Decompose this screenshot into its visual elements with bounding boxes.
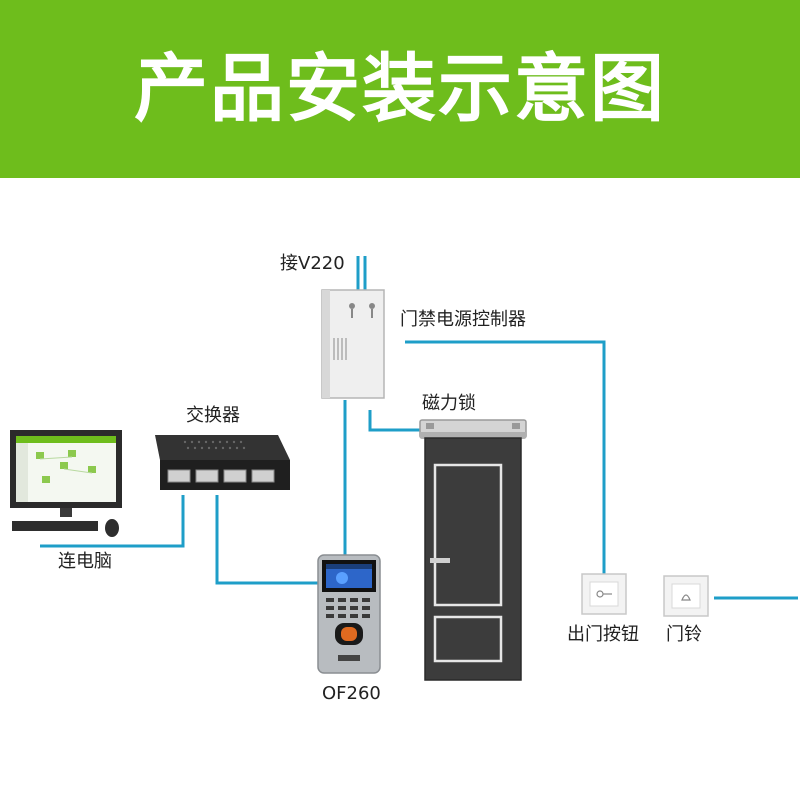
lock-label: 磁力锁	[422, 393, 476, 414]
power-label: 接V220	[280, 253, 345, 274]
controller-label: 门禁电源控制器	[400, 309, 526, 330]
network-switch	[155, 435, 290, 490]
computer-monitor	[10, 430, 122, 537]
controller-to-lock-wire	[368, 410, 420, 432]
door-handle	[430, 558, 450, 563]
banner-title: 产品安装示意图	[134, 46, 666, 132]
door	[424, 437, 522, 681]
doorbell-device	[663, 575, 709, 617]
exit-button-device	[581, 573, 627, 615]
exit-button-label: 出门按钮	[567, 624, 639, 645]
power-controller-box	[321, 289, 385, 399]
switch-to-terminal-wire	[215, 495, 318, 585]
mouse	[105, 519, 119, 537]
switch-label: 交换器	[186, 405, 240, 426]
doorbell-label: 门铃	[666, 624, 702, 645]
controller-to-exit-button-wire	[405, 340, 606, 574]
terminal-label: OF260	[322, 683, 381, 704]
pc-label: 连电脑	[58, 551, 112, 572]
of260-terminal	[317, 554, 381, 674]
wiring	[40, 256, 798, 600]
title-banner: 产品安装示意图	[0, 0, 800, 178]
magnetic-lock	[419, 419, 527, 439]
keyboard	[12, 521, 98, 531]
pc-to-switch-wire	[40, 495, 185, 548]
